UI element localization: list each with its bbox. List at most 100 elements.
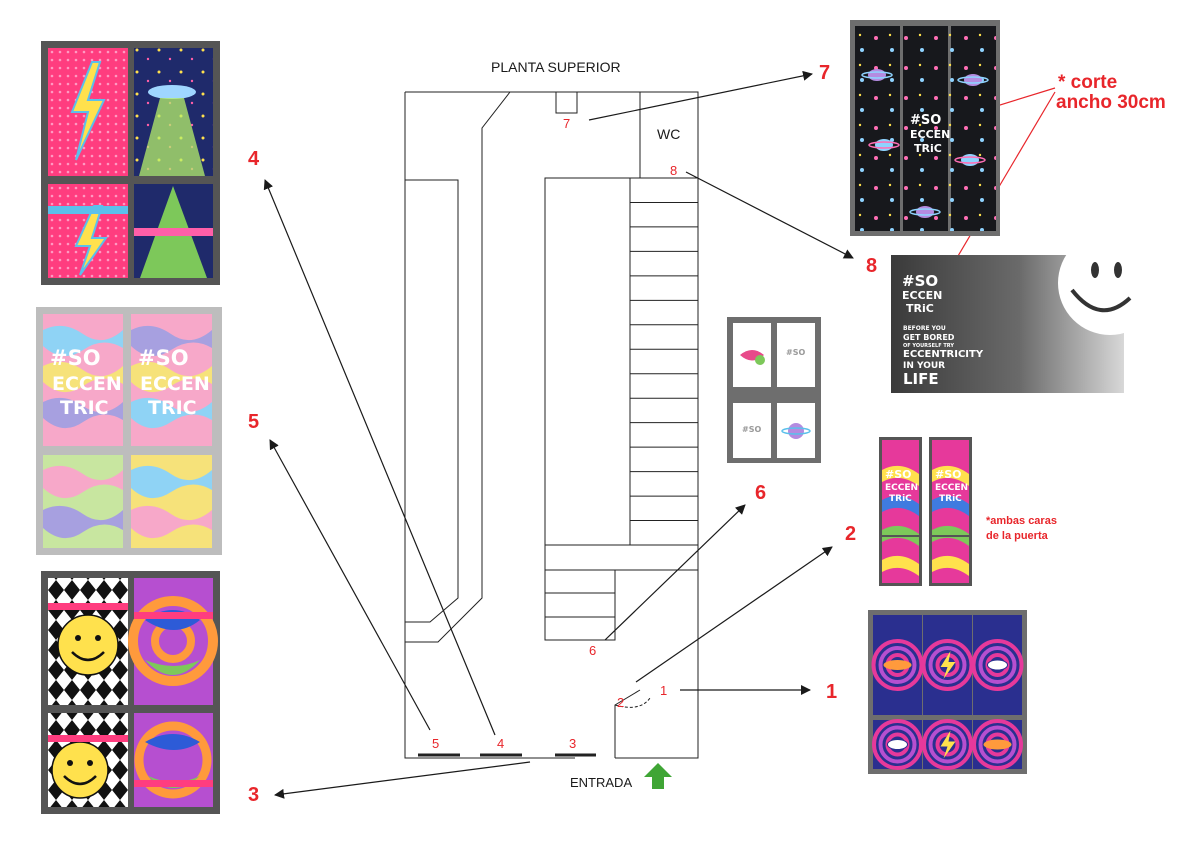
callout-3: 3 — [248, 784, 259, 806]
logo-text-3: TRiC — [914, 142, 942, 155]
interior-wall-upper-left — [405, 91, 511, 643]
eye-icon — [887, 739, 908, 750]
ribbon — [134, 780, 213, 787]
panel-1-tiles — [871, 615, 1024, 770]
ufo-icon — [148, 85, 196, 99]
planet-icon — [964, 74, 982, 86]
sign-line-2: GET BORED — [903, 333, 955, 342]
logo-text-2: ECCEN — [885, 483, 918, 493]
wave-poster-br — [131, 455, 212, 548]
planet-icon — [883, 660, 912, 670]
tile-ring — [878, 725, 917, 764]
outer-walls — [404, 91, 699, 759]
logo-text-3: TRIC — [148, 397, 197, 419]
callout-1: 1 — [826, 681, 837, 703]
sign-line-5: IN YOUR — [903, 361, 945, 371]
sign-line-3: OF YOURSELF TRY — [903, 343, 954, 349]
tile-ring — [978, 646, 1017, 684]
poster-panel-1 — [868, 610, 1027, 774]
plan-mark-4: 4 — [497, 736, 504, 751]
callout-arrows — [263, 70, 1056, 799]
wc-label: WC — [657, 126, 680, 142]
staircase — [629, 177, 699, 546]
planet-icon — [983, 739, 1012, 750]
notes: * corte ancho 30cm *ambas caras de la pu… — [986, 72, 1166, 542]
callout-2: 2 — [845, 523, 856, 545]
callout-6: 6 — [755, 482, 766, 504]
arrow-3 — [274, 761, 531, 799]
tile-ring — [935, 653, 960, 677]
poster-panel-6: #SO #SO — [727, 317, 821, 463]
entrance-arrow-icon — [644, 763, 672, 789]
poster-panel-5: #SO ECCEN TRIC #SO ECCEN TRIC — [36, 307, 222, 555]
poster-panel-3 — [41, 571, 220, 814]
tile-ring — [878, 646, 917, 684]
logo-text-2: ECCEN — [935, 483, 968, 493]
poster-panel-8: #SO ECCEN TRiC BEFORE YOU GET BORED OF Y… — [891, 231, 1162, 393]
tile-ring — [935, 732, 960, 757]
plan-mark-2: 2 — [617, 695, 624, 710]
tile-ring — [928, 646, 967, 684]
logo-text-1: #SO — [910, 113, 941, 128]
plan-mark-1: 1 — [660, 683, 667, 698]
plan-mark-7: 7 — [563, 116, 570, 131]
tile-ring — [922, 719, 973, 770]
smiley-icon — [1058, 231, 1162, 335]
callout-7: 7 — [819, 62, 830, 84]
arrow-4 — [263, 179, 496, 736]
planet-icon — [788, 423, 804, 439]
lightning-icon — [940, 730, 956, 759]
arrow-6 — [604, 504, 746, 641]
poster-panel-7: #SO ECCEN TRiC — [850, 20, 1000, 236]
planet-icon — [875, 139, 893, 151]
floor-plan: PLANTA SUPERIOR WC 7 8 6 2 1 5 4 3 ENTRA… — [404, 59, 699, 790]
callout-5: 5 — [248, 411, 259, 433]
note-ambas-line1: *ambas caras — [986, 515, 1057, 527]
poster-panel-4 — [41, 41, 220, 285]
logo-outline-text: #SO — [786, 348, 805, 357]
callout-numbers: 4 5 3 7 8 6 2 1 — [248, 62, 877, 806]
space-pattern — [855, 26, 996, 231]
arrow-8 — [685, 171, 854, 259]
sign-line-6: LIFE — [903, 370, 939, 388]
plan-title: PLANTA SUPERIOR — [491, 59, 621, 75]
tile-ring — [972, 719, 1023, 770]
ribbon — [134, 612, 213, 619]
interior-wall-lower-left — [405, 179, 459, 623]
lower-stairs — [544, 570, 616, 641]
callout-8: 8 — [866, 255, 877, 277]
lightning-icon — [70, 61, 106, 161]
stair-landing — [544, 177, 698, 545]
poster-panel-2: #SO ECCEN TRiC #SO ECCEN TRiC — [879, 437, 972, 586]
logo-text-2: ECCEN — [140, 373, 210, 395]
stair-outline — [629, 177, 699, 546]
ufo-beam — [139, 98, 205, 176]
lips-icon — [145, 734, 200, 750]
logo-outline-text: #SO — [742, 425, 761, 434]
note-ambas-line2: de la puerta — [986, 530, 1049, 542]
plan-mark-3: 3 — [569, 736, 576, 751]
planet-icon — [868, 69, 886, 81]
entrance-label: ENTRADA — [570, 775, 632, 790]
logo-text-3: TRiC — [939, 494, 962, 504]
door-swing — [614, 697, 651, 708]
logo-text-3: TRIC — [60, 397, 109, 419]
stair-platform — [544, 544, 699, 571]
sign-line-1: BEFORE YOU — [903, 325, 946, 332]
logo-text-1: #SO — [50, 346, 101, 370]
ribbon — [48, 735, 128, 742]
ribbon — [48, 206, 128, 214]
planet-icon — [961, 154, 979, 166]
logo-text-1: #SO — [885, 468, 912, 481]
wave-poster-tl — [43, 314, 123, 446]
door-strip-right — [932, 440, 969, 583]
column — [555, 91, 578, 114]
tile-ring — [872, 719, 923, 770]
logo-text-2: ECCEN — [902, 289, 942, 302]
planet-icon — [916, 206, 934, 218]
ribbon — [48, 603, 128, 610]
wave-poster-bl — [43, 455, 123, 548]
arrow-2 — [635, 546, 833, 683]
logo-text-1: #SO — [138, 346, 189, 370]
